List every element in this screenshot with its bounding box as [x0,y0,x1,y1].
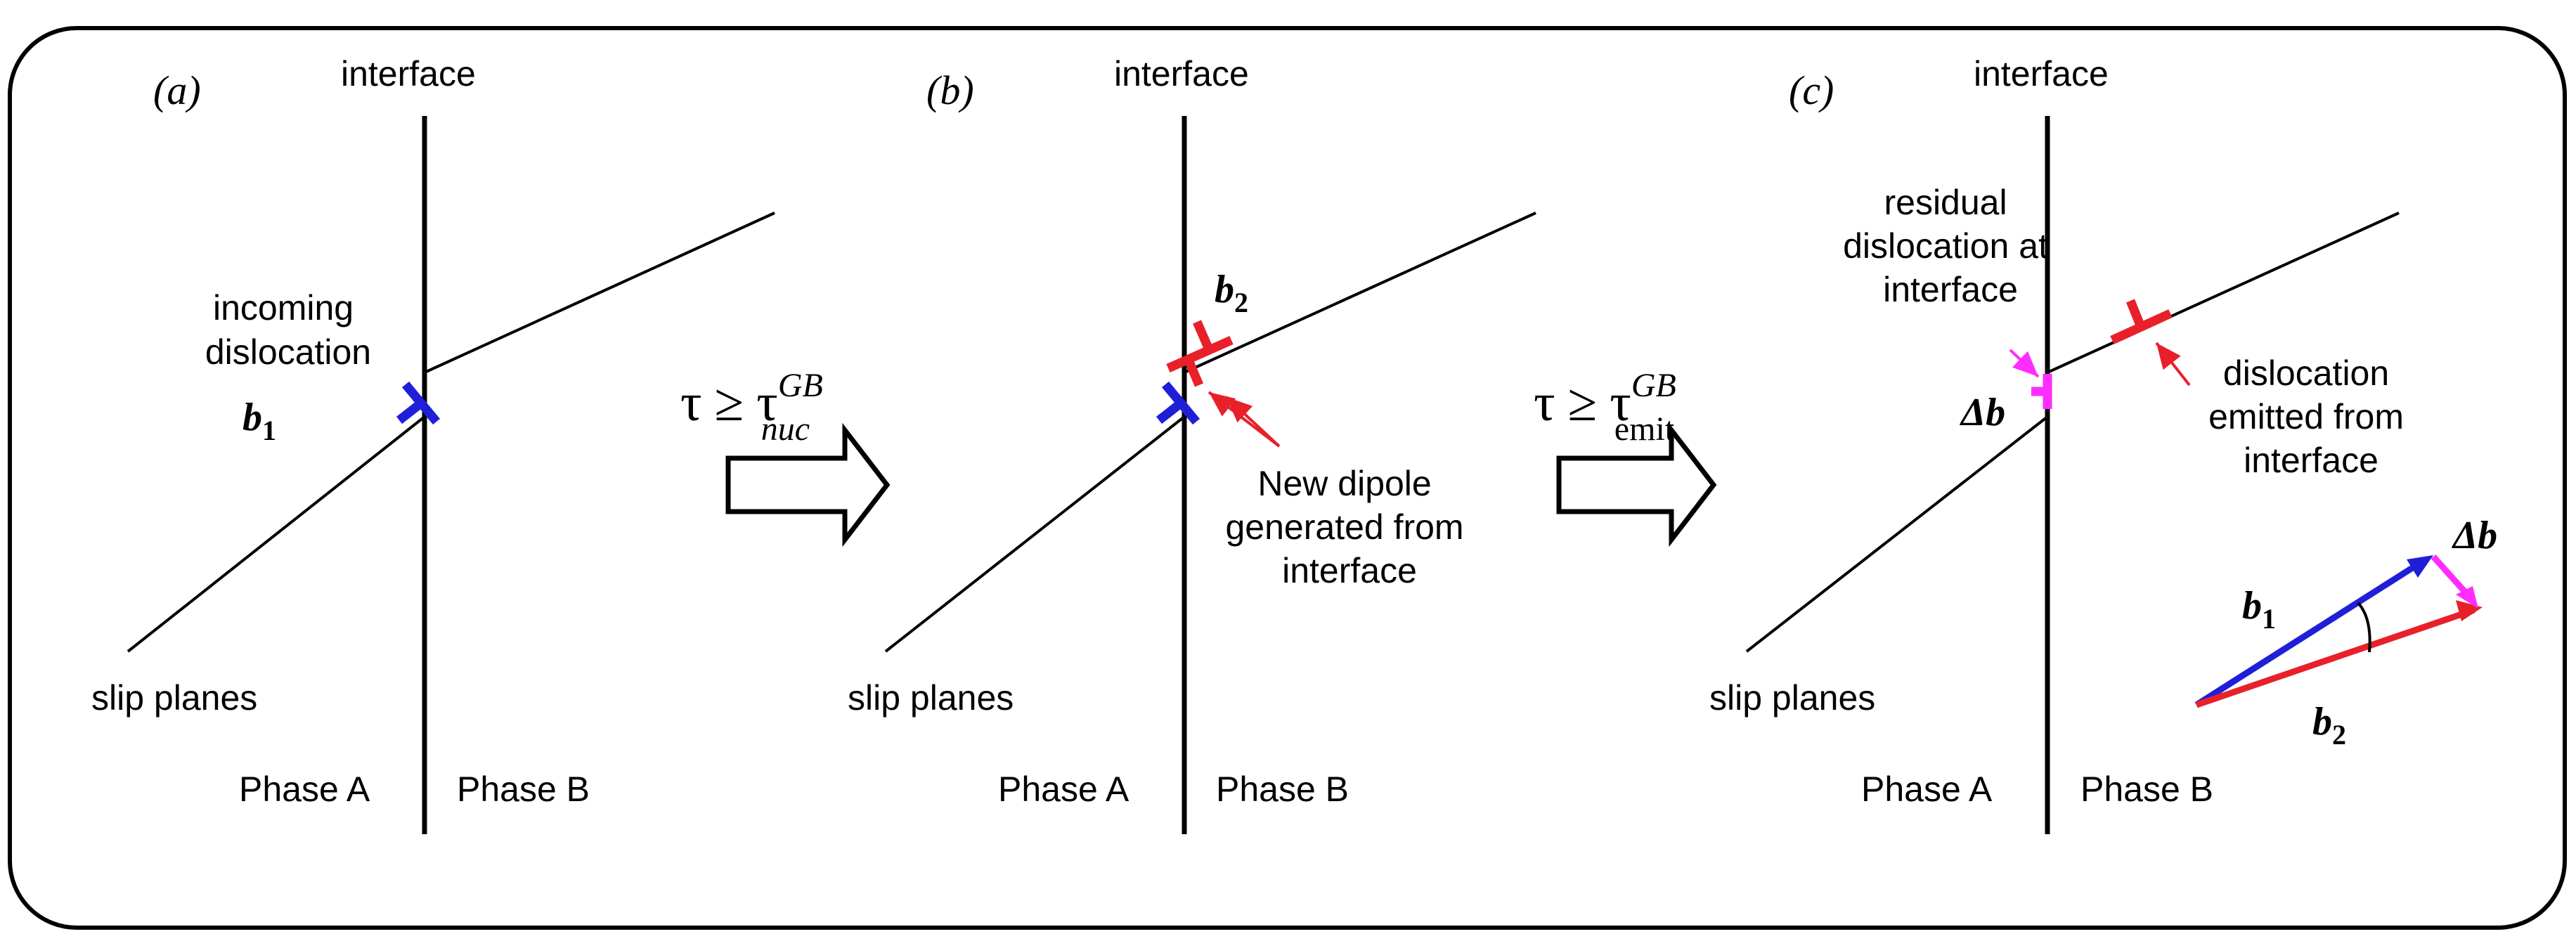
panel-a-interface-label: interface [341,54,476,93]
panel-b-slip-plane-upper [1184,212,1536,374]
nucleation-arrow [725,422,891,547]
panel-b-label: (b) [926,67,974,113]
vector-b2-arrow [2195,606,2475,708]
panel-a-label: (a) [153,67,201,113]
panel-c-slip-plane-upper [2047,212,2400,374]
residual-dislocation-label: residual dislocation at interface [1843,183,2058,309]
panel-c-slip-plane-lower [1745,415,2049,653]
vector-delta-b-label: Δb [2452,514,2497,557]
burgers-b1-label: b1 [242,396,276,446]
vector-b2-label: b2 [2312,700,2346,751]
panel-b-interface-label: interface [1114,54,1249,93]
figure-frame [8,26,2567,930]
emission-arrow [1556,422,1717,547]
burgers-vector-triangle: b1 b2 Δb [2194,514,2497,751]
emitted-dislocation-symbol [2110,299,2173,344]
vector-b1-arrow [2194,558,2426,708]
new-dipole-label: New dipole generated from interface [1226,464,1474,590]
panel-a-slip-plane-upper [424,212,775,374]
dipole-pointer-2 [1208,391,1281,448]
residual-dislocation-symbol [2031,374,2052,409]
panel-a: (a) interface incoming dislocation b1 sl… [91,54,775,834]
angle-arc [2357,602,2371,653]
dipole-dislocation-symbols [1166,320,1234,387]
panel-b-phase-b-label: Phase B [1216,770,1349,809]
panel-a-slip-planes-label: slip planes [91,678,257,718]
panel-c-phase-a-label: Phase A [1861,770,1993,809]
residual-delta-b-label: Δb [1960,391,2005,434]
vector-delta-b-arrow [2431,554,2473,600]
panel-c-label: (c) [1789,67,1834,113]
panel-b-slip-planes-label: slip planes [848,678,1014,718]
incoming-dislocation-label: incoming dislocation [205,288,371,372]
panel-a-slip-plane-lower [127,415,426,653]
panel-a-phase-b-label: Phase B [457,770,590,809]
emitted-pointer [2155,342,2191,387]
emitted-dislocation-label: dislocation emitted from interface [2208,353,2414,480]
panel-c: (c) interface residual dislocation at in… [1709,54,2497,834]
panel-c-slip-planes-label: slip planes [1709,678,1875,718]
panel-b: (b) interface b2 New dipole generated fr… [848,54,1536,834]
residual-pointer [2009,349,2040,378]
vector-b1-label: b1 [2242,584,2276,635]
panel-b-incoming-dislocation-symbol [1156,381,1200,425]
panel-b-slip-plane-lower [884,415,1186,653]
burgers-b2-label: b2 [1215,268,1248,318]
panel-c-interface-label: interface [1974,54,2109,93]
panel-b-phase-a-label: Phase A [998,770,1130,809]
incoming-dislocation-symbol [396,381,441,425]
panel-c-phase-b-label: Phase B [2080,770,2213,809]
panel-a-phase-a-label: Phase A [239,770,370,809]
